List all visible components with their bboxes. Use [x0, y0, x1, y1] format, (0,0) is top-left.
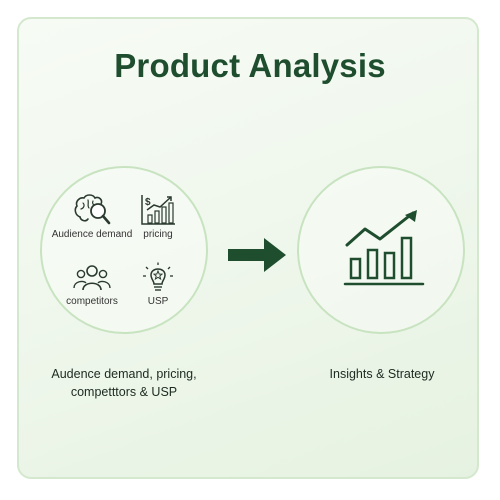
factor-label: pricing [143, 229, 173, 240]
factor-competitors: competitors [54, 262, 130, 307]
people-group-icon [73, 265, 111, 291]
svg-text:$: $ [145, 197, 151, 208]
input-factors-circle [40, 166, 208, 334]
factor-label: USP [147, 296, 169, 307]
price-chart-icon: $ [141, 195, 175, 225]
factor-label: competitors [66, 296, 118, 307]
factor-label: Audience demand [51, 229, 133, 240]
input-caption-line-2: competttors & USP [70, 385, 178, 399]
growth-chart-icon [343, 210, 425, 286]
brain-magnifier-icon [74, 194, 111, 225]
page-title: Product Analysis [114, 47, 386, 84]
output-circle [297, 166, 465, 334]
arrow-right-icon [228, 238, 286, 272]
input-caption: Audence demand, pricing, competttors & U… [24, 365, 224, 401]
lightbulb-star-icon [143, 262, 173, 291]
factor-audience-demand: Audience demand [44, 193, 140, 240]
factor-usp: USP [130, 262, 186, 307]
input-caption-line-1: Audence demand, pricing, [51, 367, 197, 381]
factor-pricing: $ pricing [130, 193, 186, 240]
output-caption: Insights & Strategy [329, 367, 435, 381]
